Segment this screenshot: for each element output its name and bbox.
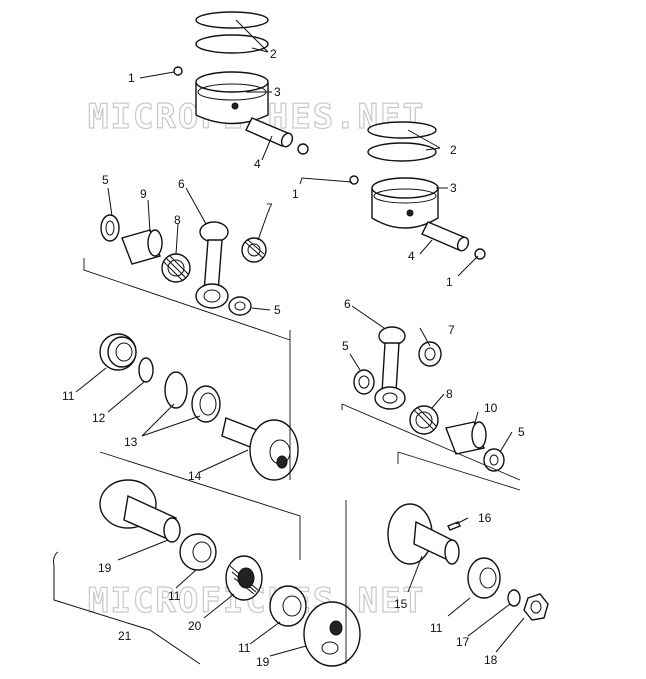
callout-19-rear: 19 (98, 561, 112, 575)
callout-13: 13 (124, 435, 138, 449)
lower-main-bearing-1 (179, 533, 217, 571)
left-snap-ring (138, 357, 154, 383)
callout-4-right-pin: 4 (408, 249, 415, 263)
callout-5-right-lower: 5 (518, 425, 525, 439)
callout-5-left-upper: 5 (102, 173, 109, 187)
callout-8-right: 8 (446, 387, 453, 401)
right-crank-bracket (397, 451, 521, 491)
left-connecting-rod (195, 221, 229, 309)
left-thrust-washer-bottom (228, 296, 252, 316)
callout-3-right-piston: 3 (450, 181, 457, 195)
callout-2-left-rings: 2 (270, 47, 277, 61)
callout-10: 10 (484, 401, 498, 415)
lower-crank-flywheel-front (303, 601, 361, 667)
callout-11-right-bearing: 11 (430, 621, 443, 635)
callout-7-right: 7 (448, 323, 455, 337)
callout-19-front: 19 (256, 655, 270, 669)
left-piston-rings (195, 11, 269, 54)
leader-lines (75, 19, 525, 657)
callout-3-left-piston: 3 (274, 85, 281, 99)
callout-18: 18 (484, 653, 498, 667)
left-seal-rings (164, 371, 221, 423)
right-crankpin (445, 421, 487, 455)
right-connecting-rod (374, 326, 406, 410)
left-thrust-washer-top (100, 214, 120, 242)
callout-labels: 1 2 3 4 1 2 3 4 1 5 9 6 8 7 5 6 7 5 8 10… (62, 47, 525, 669)
lower-crank-flywheel-rear (99, 479, 181, 543)
right-piston-rings (367, 121, 437, 162)
callout-5-right-upper: 5 (342, 339, 349, 353)
right-wrist-pin (421, 221, 470, 252)
callout-5-left-lower: 5 (274, 303, 281, 317)
callout-6-right-rod: 6 (344, 297, 351, 311)
callout-4-left-pin: 4 (254, 157, 261, 171)
right-thrust-washer-top (353, 369, 375, 395)
right-needle-bearing-lower (409, 405, 439, 435)
right-washer (507, 589, 521, 607)
callout-15: 15 (394, 597, 408, 611)
callout-12: 12 (92, 411, 106, 425)
callout-6-left-rod: 6 (178, 177, 185, 191)
callout-11-lower-2: 11 (238, 641, 251, 655)
callout-1-right-clip: 1 (446, 275, 453, 289)
callout-17: 17 (456, 635, 470, 649)
left-wrist-pin (245, 117, 294, 148)
callout-2-right-rings: 2 (450, 143, 457, 157)
callout-20: 20 (188, 619, 202, 633)
callout-7-left: 7 (266, 201, 273, 215)
right-main-bearing (467, 557, 501, 599)
left-crankshaft-half (221, 417, 299, 481)
lower-crank-bracket (99, 451, 347, 664)
left-crankpin (121, 229, 163, 265)
right-thrust-washer-bottom (483, 448, 505, 472)
right-needle-bearing-upper (418, 341, 442, 367)
lower-labyrinth-seal (225, 555, 263, 601)
group-21-bracket (53, 551, 201, 665)
callout-16: 16 (478, 511, 492, 525)
callout-21: 21 (118, 629, 132, 643)
right-rod-group-bracket (341, 403, 521, 481)
lower-main-bearing-2 (269, 585, 307, 627)
left-main-bearing (99, 333, 137, 371)
left-needle-bearing-upper (241, 237, 267, 263)
left-rod-group-bracket (83, 258, 291, 341)
left-piston (195, 71, 269, 125)
right-piston (371, 177, 439, 229)
callout-1-middle-clip: 1 (292, 187, 299, 201)
callout-8-left: 8 (174, 213, 181, 227)
callout-9: 9 (140, 187, 147, 201)
right-crank-nut (523, 593, 549, 621)
right-crankshaft-half (387, 503, 460, 565)
left-pin-clips (173, 66, 309, 155)
callout-11-lower-1: 11 (168, 589, 181, 603)
callout-1-left-clip: 1 (128, 71, 135, 85)
callout-11-left-bearing: 11 (62, 389, 75, 403)
callout-14: 14 (188, 469, 202, 483)
left-needle-bearing-lower (161, 253, 191, 283)
